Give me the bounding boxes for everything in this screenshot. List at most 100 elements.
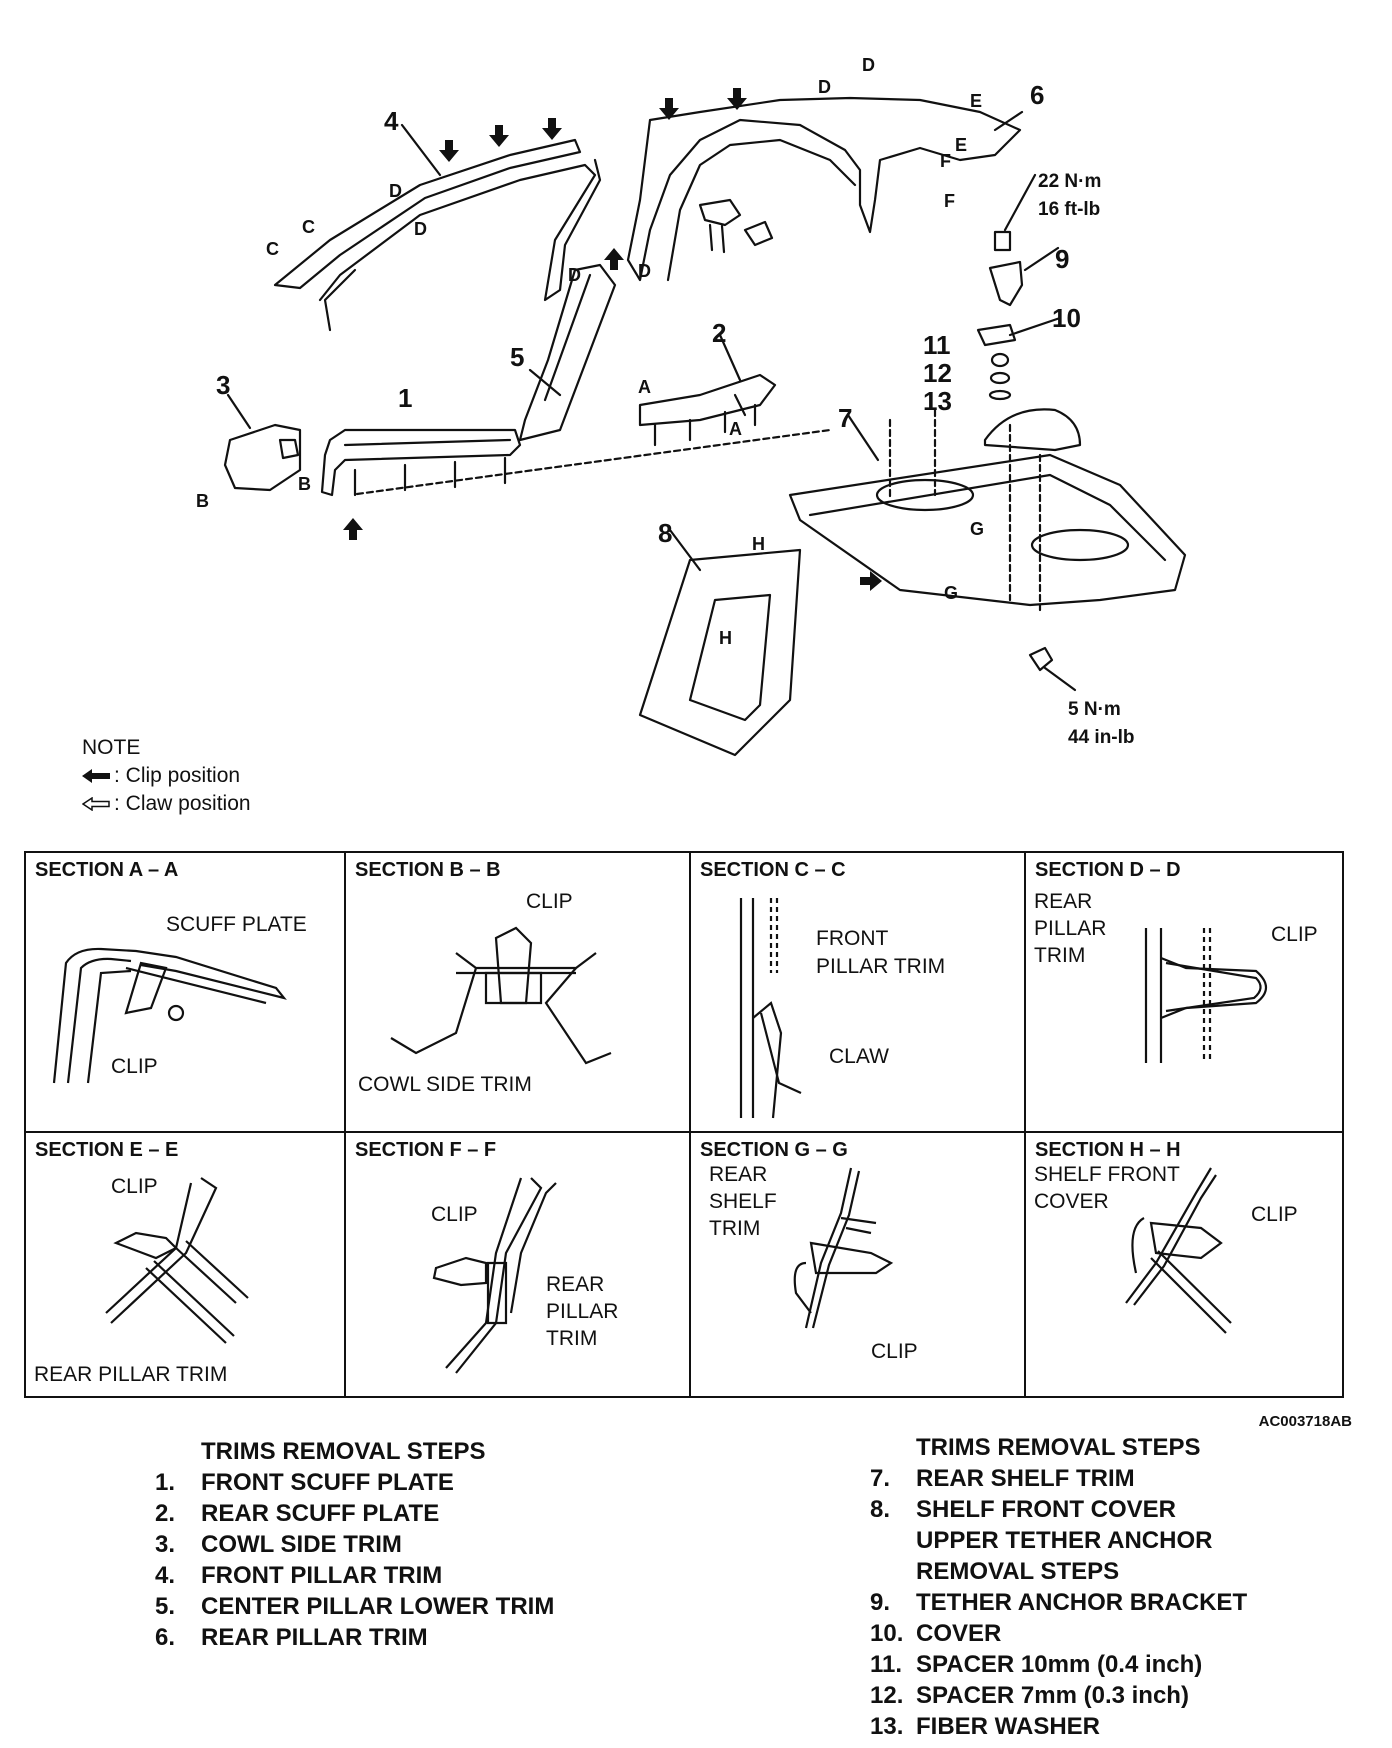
list-item: 3.COWL SIDE TRIM <box>155 1531 402 1558</box>
figure-code: AC003718AB <box>1258 1413 1352 1430</box>
section-f-title: SECTION F – F <box>355 1139 497 1161</box>
section-h-label-cover: COVER <box>1034 1190 1109 1213</box>
section-mark-c: C <box>302 217 315 237</box>
section-c-title: SECTION C – C <box>700 859 846 881</box>
section-mark-g: G <box>944 583 959 603</box>
front-scuff-plate-part <box>320 428 832 497</box>
list-item: 10.COVER <box>870 1620 1002 1647</box>
clip-legend-text: : Clip position <box>114 764 241 787</box>
part-number-2: 2 <box>712 318 727 348</box>
section-mark-e: E <box>955 135 968 155</box>
section-mark-d: D <box>389 181 402 201</box>
section-a-cell: SECTION A – A SCUFF PLATE CLIP <box>26 853 346 1133</box>
section-h-cell: SECTION H – H SHELF FRONT COVER CLIP <box>1026 1133 1344 1398</box>
section-d-title: SECTION D – D <box>1035 859 1181 881</box>
section-e-label-clip: CLIP <box>111 1175 158 1198</box>
section-c-label-claw: CLAW <box>829 1045 889 1068</box>
section-h-title: SECTION H – H <box>1035 1139 1181 1161</box>
center-pillar-lower-trim-part <box>518 263 617 442</box>
list-item: 6.REAR PILLAR TRIM <box>155 1624 428 1651</box>
part-number-13: 13 <box>923 386 952 416</box>
left-removal-steps: TRIMS REMOVAL STEPS 1.FRONT SCUFF PLATE … <box>155 1436 554 1653</box>
section-g-label-trim: TRIM <box>709 1217 761 1240</box>
section-f-cell: SECTION F – F CLIP REAR PILLAR TRIM <box>346 1133 691 1398</box>
right-removal-steps: TRIMS REMOVAL STEPS 7.REAR SHELF TRIM 8.… <box>870 1432 1247 1742</box>
list-item: 9.TETHER ANCHOR BRACKET <box>870 1589 1248 1616</box>
list-item: 11.SPACER 10mm (0.4 inch) <box>870 1651 1203 1678</box>
section-mark-d: D <box>862 55 875 75</box>
tether-steps-heading-1: UPPER TETHER ANCHOR <box>916 1527 1213 1554</box>
section-f-label-pillar: PILLAR <box>546 1300 619 1323</box>
section-mark-c: C <box>266 239 279 259</box>
rear-scuff-plate-part <box>638 373 777 447</box>
section-d-label-trim: TRIM <box>1034 944 1086 967</box>
section-f-label-rear: REAR <box>546 1273 605 1296</box>
claw-legend-row: : Claw position <box>82 790 251 818</box>
section-b-drawing <box>390 926 612 1065</box>
list-item: 13.FIBER WASHER <box>870 1713 1101 1740</box>
section-b-label-cowl-side-trim: COWL SIDE TRIM <box>358 1073 532 1096</box>
clip-legend-row: : Clip position <box>82 762 251 790</box>
section-mark-h: H <box>752 534 765 554</box>
section-mark-h: H <box>719 628 732 648</box>
tether-anchor-stack <box>976 173 1054 672</box>
list-item: 7.REAR SHELF TRIM <box>870 1465 1135 1492</box>
part-number-8: 8 <box>658 518 673 548</box>
rear-shelf-trim-part <box>788 408 1187 612</box>
section-mark-d: D <box>414 219 427 239</box>
section-e-title: SECTION E – E <box>35 1139 179 1161</box>
section-g-title: SECTION G – G <box>700 1139 848 1161</box>
part-number-6: 6 <box>1030 80 1045 110</box>
section-e-label-rear-pillar-trim: REAR PILLAR TRIM <box>34 1363 228 1386</box>
note-legend: NOTE : Clip position : Claw position <box>82 734 251 818</box>
seatbelt-hardware <box>698 198 774 254</box>
section-a-drawing <box>52 947 287 1084</box>
section-mark-e: E <box>970 91 983 111</box>
section-d-label-clip: CLIP <box>1271 923 1318 946</box>
section-mark-d: D <box>638 261 651 281</box>
section-a-label-clip: CLIP <box>111 1055 158 1078</box>
shelf-front-cover-part <box>638 548 802 757</box>
section-f-label-trim: TRIM <box>546 1327 598 1350</box>
part-number-1: 1 <box>398 383 413 413</box>
section-c-label-front: FRONT <box>816 927 889 950</box>
part-number-9: 9 <box>1055 244 1070 274</box>
note-title: NOTE <box>82 736 141 759</box>
part-number-7: 7 <box>838 403 853 433</box>
part-number-5: 5 <box>510 342 525 372</box>
section-g-drawing <box>793 1167 894 1329</box>
section-h-label-clip: CLIP <box>1251 1203 1298 1226</box>
section-d-label-rear: REAR <box>1034 890 1093 913</box>
section-mark-f: F <box>940 151 951 171</box>
section-g-label-rear: REAR <box>709 1163 768 1186</box>
section-details-grid: SECTION A – A SCUFF PLATE CLIP SECTION B… <box>24 851 1344 1398</box>
section-mark-g: G <box>970 519 985 539</box>
bolt-torque-ftlb: 16 ft-lb <box>1038 199 1101 220</box>
list-item: 4.FRONT PILLAR TRIM <box>155 1562 443 1589</box>
right-steps-heading: TRIMS REMOVAL STEPS <box>916 1434 1201 1461</box>
section-mark-a: A <box>729 419 742 439</box>
section-c-label-pillar-trim: PILLAR TRIM <box>816 955 946 978</box>
rear-pillar-trim-part <box>626 96 1022 282</box>
shelf-cover-dome <box>983 408 1082 452</box>
exploded-view-drawing <box>223 88 1187 757</box>
list-item: 12.SPACER 7mm (0.3 inch) <box>870 1682 1189 1709</box>
section-g-label-shelf: SHELF <box>709 1190 777 1213</box>
section-a-title: SECTION A – A <box>35 859 179 881</box>
bolt-torque-nm: 22 N·m <box>1038 171 1102 192</box>
part-number-3: 3 <box>216 370 231 400</box>
clip-arrow-icon <box>82 769 110 783</box>
nut-torque-nm: 5 N·m <box>1068 699 1121 720</box>
section-d-cell: SECTION D – D REAR PILLAR TRIM CLIP <box>1026 853 1344 1133</box>
section-d-drawing <box>1144 928 1268 1063</box>
section-f-label-clip: CLIP <box>431 1203 478 1226</box>
section-e-cell: SECTION E – E CLIP REAR PILLAR TRIM <box>26 1133 346 1398</box>
section-b-title: SECTION B – B <box>355 859 501 881</box>
part-number-10: 10 <box>1052 303 1081 333</box>
list-item: 2.REAR SCUFF PLATE <box>155 1500 440 1527</box>
section-mark-d: D <box>818 77 831 97</box>
part-number-4: 4 <box>384 106 399 136</box>
section-h-label-shelf-front: SHELF FRONT <box>1034 1163 1180 1186</box>
section-mark-a: A <box>638 377 651 397</box>
section-mark-d: D <box>568 265 581 285</box>
